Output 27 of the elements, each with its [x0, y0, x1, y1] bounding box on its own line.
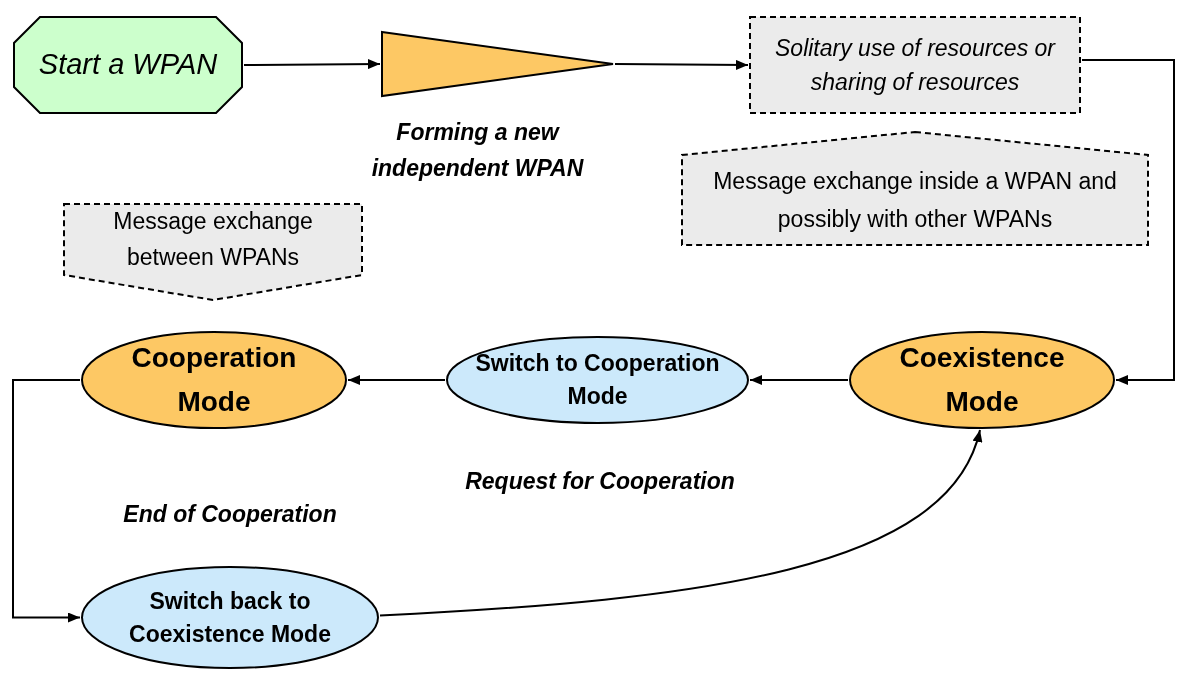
- arrow: [749, 375, 849, 385]
- arrow: [243, 59, 381, 70]
- arrow: [1081, 59, 1175, 385]
- arrow: [347, 375, 446, 385]
- node-text: Cooperation Mode: [130, 341, 298, 419]
- callout-note: [680, 130, 1150, 247]
- dashed-note-box: [748, 15, 1082, 115]
- transition-label: End of Cooperation: [122, 500, 338, 529]
- state-ellipse: [80, 330, 348, 430]
- node-caption: Forming a new independent WPAN: [370, 118, 585, 183]
- arrow: [12, 379, 81, 623]
- node-text: Message exchange between WPANs: [112, 207, 314, 272]
- node-text: Switch to Cooperation Mode: [474, 349, 721, 411]
- arrow: [614, 59, 749, 70]
- state-ellipse: [80, 565, 380, 670]
- state-ellipse: [848, 330, 1116, 430]
- node-text: Switch back to Coexistence Mode: [128, 586, 332, 649]
- state-ellipse: [445, 335, 750, 425]
- node-text: Coexistence Mode: [898, 341, 1066, 419]
- node-text: Start a WPAN: [37, 47, 219, 83]
- node-text: Message exchange inside a WPAN and possibly with other WPANs: [712, 166, 1118, 234]
- start-octagon: [12, 15, 244, 115]
- node-text: Solitary use of resources or sharing of resources: [774, 34, 1057, 97]
- arrow: [379, 429, 981, 617]
- callout-note: [62, 202, 364, 302]
- triangle-shape: [380, 30, 615, 98]
- transition-label: Request for Cooperation: [464, 467, 736, 496]
